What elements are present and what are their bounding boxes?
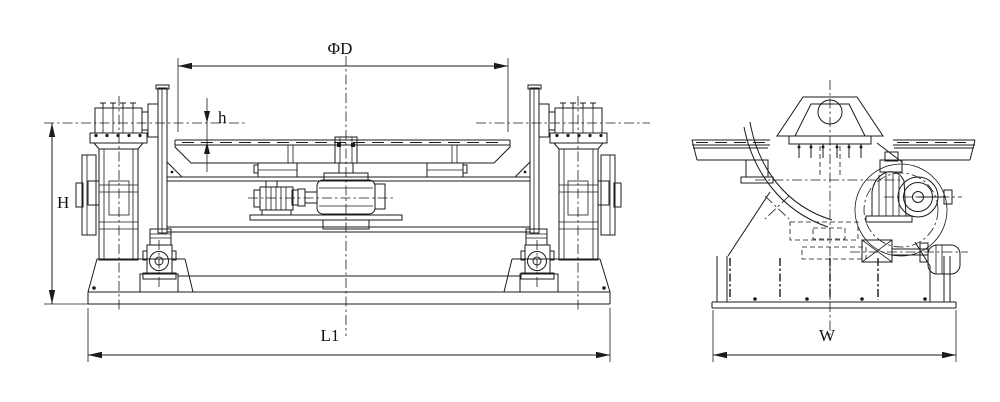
dimension-h: h (204, 98, 227, 172)
side-base (711, 256, 957, 309)
dimension-w: W (712, 310, 957, 362)
dimension-height: H (44, 123, 98, 305)
side-body (727, 121, 931, 302)
dimension-diameter: ΦD (177, 39, 509, 132)
center-drive-unit (249, 162, 403, 230)
right-pedestal (513, 84, 622, 280)
side-lower-drive (861, 239, 961, 275)
left-pedestal (75, 84, 184, 280)
table-wings (691, 139, 976, 184)
dim-label-w: W (819, 326, 836, 345)
side-view-drawing (691, 80, 976, 335)
dimension-l1: L1 (87, 308, 611, 362)
front-centerlines (44, 56, 650, 336)
dim-label-l1: L1 (321, 326, 340, 345)
front-view-drawing (44, 56, 650, 336)
front-base (87, 258, 611, 305)
dim-label-h: h (218, 108, 227, 127)
rotary-table (174, 136, 511, 178)
dim-label-height: H (57, 193, 69, 212)
frame-beam (167, 176, 530, 233)
side-centerlines (755, 80, 968, 335)
dim-label-diameter: ΦD (328, 39, 353, 58)
